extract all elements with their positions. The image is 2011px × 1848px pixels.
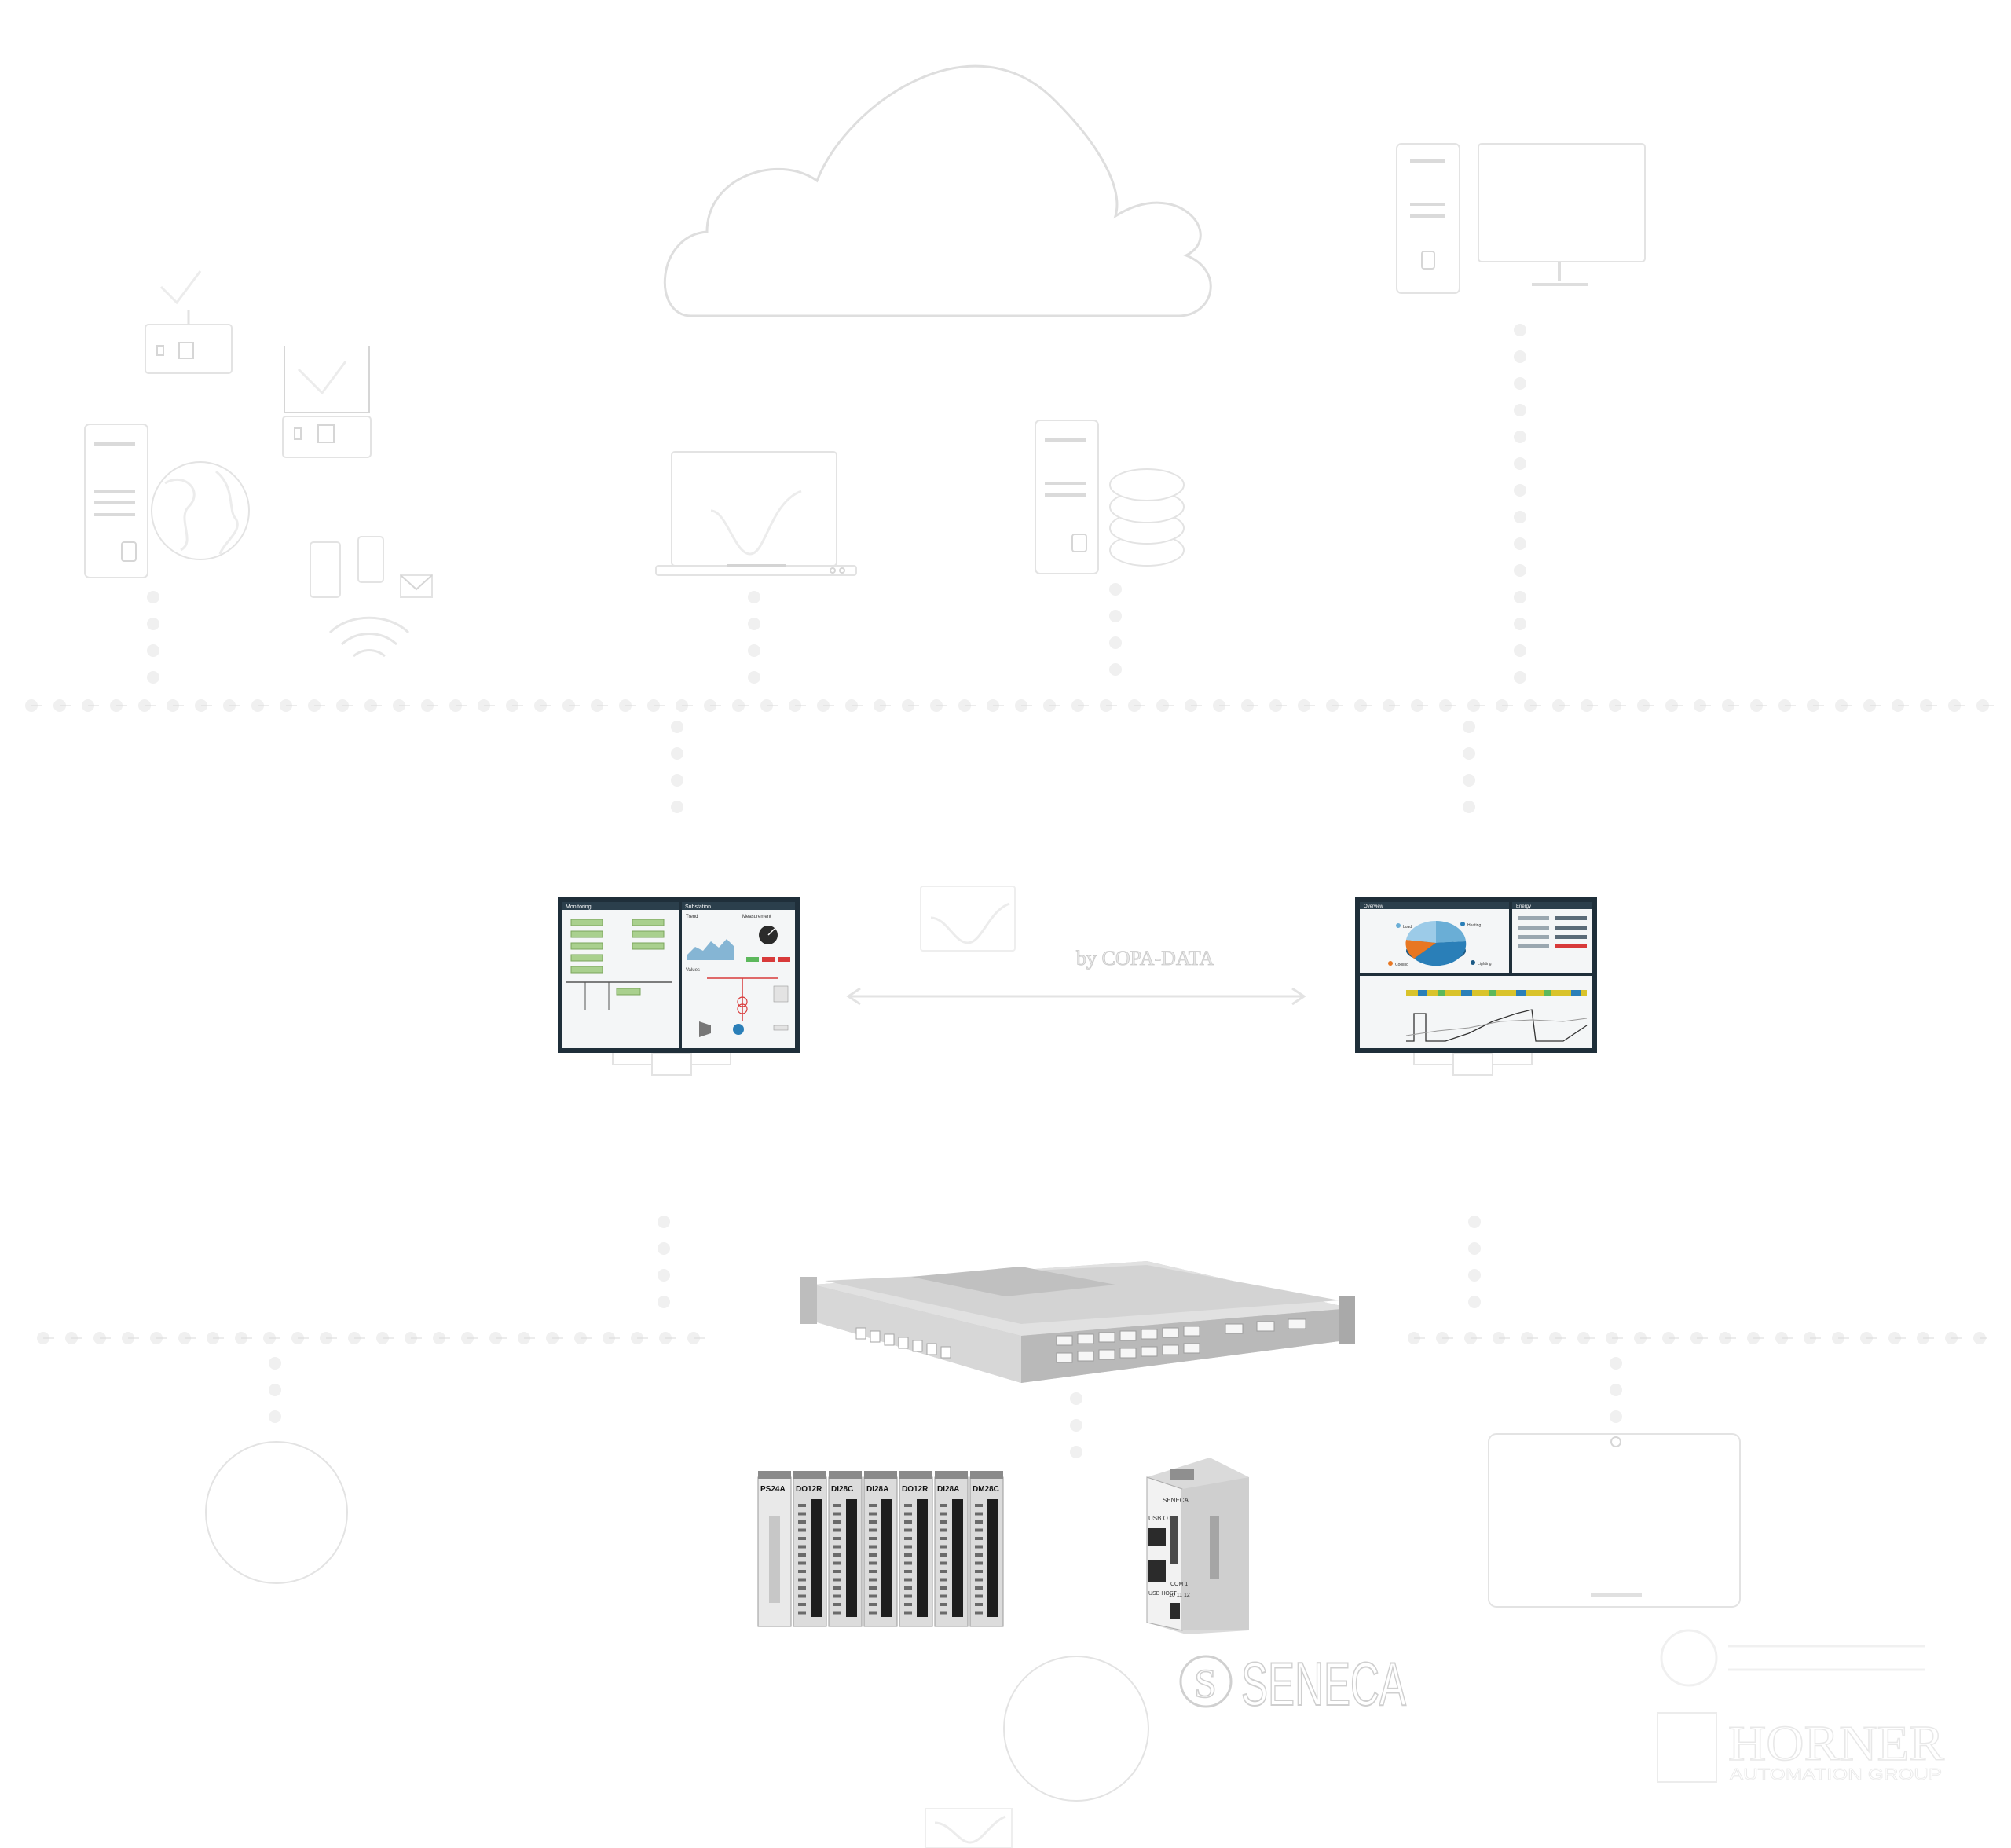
tablet-icon: [1488, 1433, 1741, 1608]
zenon-logo: [920, 886, 1016, 952]
io-module-label: DI28A: [937, 1485, 959, 1494]
wifi-icon: [328, 616, 410, 658]
workstation-icon: [1396, 143, 1646, 294]
io-module: DO12R: [899, 1471, 933, 1627]
right-screen-title: Substation: [685, 904, 711, 910]
horner-logo-text: HORNER: [1728, 1715, 1944, 1771]
right-monitor: Overview Energy Load Heating Cooling Lig…: [1355, 897, 1597, 1076]
io-module-label: DO12R: [796, 1485, 822, 1494]
legend-cooling: Cooling: [1395, 962, 1408, 967]
com-label: COM 1: [1170, 1582, 1188, 1587]
industrial-pc-icon: [800, 1261, 1355, 1383]
io-module-label: DI28C: [831, 1485, 853, 1494]
measurement-label: Measurement: [742, 915, 771, 919]
legend-lighting: Lighting: [1478, 962, 1492, 966]
connector-lines: [25, 324, 2002, 1476]
energy-title: Energy: [1516, 904, 1531, 909]
seneca-logo-mark-text: S: [1194, 1662, 1217, 1707]
legend-load: Load: [1403, 925, 1412, 930]
io-module: PS24A: [757, 1471, 792, 1627]
io-module: DI28C: [828, 1471, 863, 1627]
io-module-label: DO12R: [902, 1485, 929, 1494]
seneca-logo: S SENECA: [1179, 1648, 1407, 1719]
laptop-icon: [655, 451, 857, 576]
seneca-logo-text: SENECA: [1241, 1649, 1406, 1718]
gateway-device-icon: [145, 270, 233, 374]
database-server-icon: [1035, 420, 1185, 574]
round-hmi-bottom: [1003, 1656, 1149, 1802]
partner-logo-faint: [1660, 1629, 1925, 1687]
io-module: DI28A: [934, 1471, 969, 1627]
cloud-icon: [663, 64, 1212, 317]
io-module-label: DM28C: [973, 1485, 999, 1494]
io-module-label: PS24A: [760, 1485, 786, 1494]
values-label: Values: [686, 968, 700, 973]
io-module: DO12R: [793, 1471, 827, 1627]
usb-host-label: USB HOST: [1148, 1591, 1178, 1597]
web-server-icon: [84, 424, 148, 578]
mobile-devices-icon: [310, 536, 433, 598]
io-module: DI28A: [863, 1471, 898, 1627]
io-module: DM28C: [969, 1471, 1004, 1627]
round-hmi-left: [205, 1441, 348, 1584]
bottom-trend-card: [925, 1808, 1013, 1848]
io-module-label: DI28A: [866, 1485, 888, 1494]
bidirectional-arrow: [846, 987, 1306, 1006]
seneca-device: USB OTG SENECA USB HOST COM 1 10 11 12: [1146, 1458, 1249, 1634]
left-screen-title: Monitoring: [566, 904, 592, 910]
usb-otg-label: USB OTG: [1148, 1515, 1177, 1522]
globe-icon: [151, 461, 250, 560]
overview-title: Overview: [1364, 904, 1384, 909]
trend-label: Trend: [686, 915, 698, 919]
horner-logo-subtext: AUTOMATION GROUP: [1730, 1766, 1942, 1784]
horner-logo: HORNER AUTOMATION GROUP: [1657, 1712, 1945, 1784]
legend-heating: Heating: [1467, 923, 1481, 928]
gateway-device-icon-2: [282, 346, 372, 458]
left-monitor: Monitoring Substation Trend Measurement …: [558, 897, 800, 1076]
brand-byline: by COPA-DATA: [1076, 947, 1214, 970]
terminal-numbers: 10 11 12: [1169, 1593, 1190, 1598]
io-rack: PS24A DO12R DI28C DI28A DO12R DI28A DM28C: [757, 1471, 1004, 1627]
seneca-device-brand: SENECA: [1163, 1497, 1189, 1504]
